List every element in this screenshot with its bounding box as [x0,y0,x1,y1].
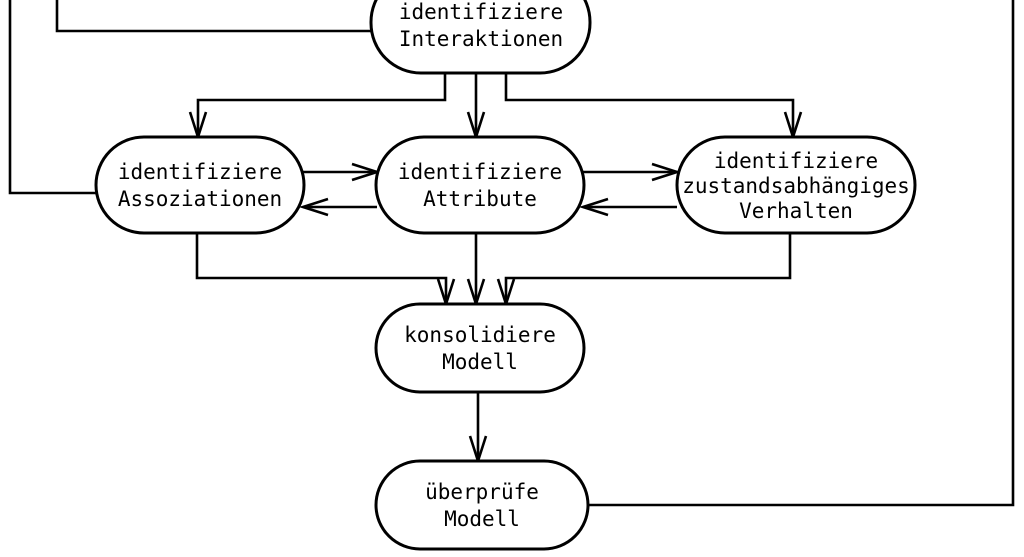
node-label-identifiziere-assoziationen-line2: Assoziationen [118,187,282,211]
node-konsolidiere-modell[interactable]: konsolidiere Modell [374,302,586,394]
edge-interaktionen-to-offpage-left [55,0,372,33]
node-label-identifiziere-interaktionen-line1: identifiziere [399,0,563,24]
node-ueberpruefe-modell[interactable]: überprüfe Modell [374,459,590,551]
node-label-ueberpruefe-modell-line1: überprüfe [425,480,539,504]
node-label-konsolidiere-modell-line1: konsolidiere [404,323,556,347]
node-shape-identifiziere-interaktionen [369,0,592,75]
node-label-identifiziere-interaktionen-line2: Interaktionen [399,27,563,51]
node-label-identifiziere-attribute-line2: Attribute [423,187,537,211]
edge-zustandsabhaengiges-to-konsolidiere [504,233,792,304]
node-label-zustandsabhaengiges-line3: Verhalten [739,199,853,223]
node-label-identifiziere-assoziationen-line1: identifiziere [118,160,282,184]
node-shape-identifiziere-assoziationen [94,135,306,235]
node-identifiziere-attribute[interactable]: identifiziere Attribute [374,135,586,235]
arrowhead-zustandsabhaengiges-to-attribute [578,197,609,217]
node-shape-ueberpruefe-modell [374,459,590,551]
node-label-zustandsabhaengiges-line2: zustandsabhängiges [682,174,910,198]
edge-interaktionen-to-assoziationen [196,73,447,137]
edge-assoziationen-to-konsolidiere [195,233,448,304]
node-label-identifiziere-attribute-line1: identifiziere [398,160,562,184]
node-identifiziere-assoziationen[interactable]: identifiziere Assoziationen [94,135,306,235]
edge-offpage-left-to-assoziationen [8,0,96,195]
arrowhead-attribute-to-assoziationen [298,197,329,217]
node-shape-konsolidiere-modell [374,302,586,394]
node-identifiziere-interaktionen[interactable]: identifiziere Interaktionen [369,0,592,75]
node-identifiziere-zustandsabhaengiges-verhalten[interactable]: identifiziere zustandsabhängiges Verhalt… [675,135,917,235]
node-label-konsolidiere-modell-line2: Modell [442,350,518,374]
arrowhead-attribute-to-zustandsabhaengiges [651,162,682,182]
edge-interaktionen-to-zustandsabhaengiges [504,73,795,137]
node-label-zustandsabhaengiges-line1: identifiziere [714,149,878,173]
node-shape-identifiziere-zustandsabhaengiges-verhalten [675,135,917,235]
node-shape-identifiziere-attribute [374,135,586,235]
node-label-ueberpruefe-modell-line2: Modell [444,507,520,531]
edge-ueberpruefe-modell-to-offpage-right [588,0,1015,507]
